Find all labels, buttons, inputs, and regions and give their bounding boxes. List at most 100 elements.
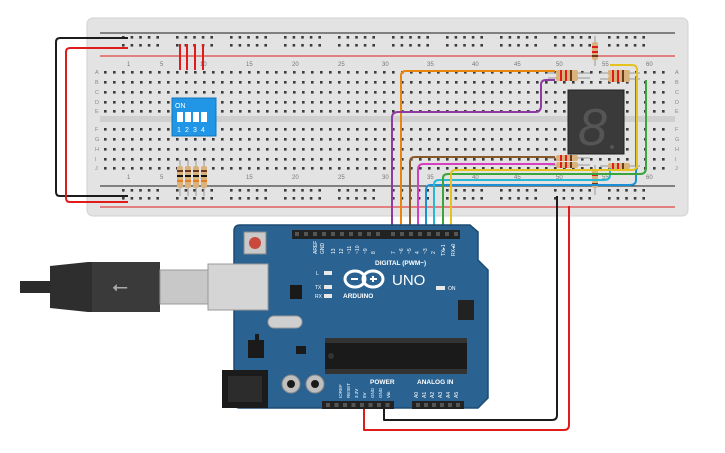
breadboard-hole[interactable] [257,158,260,161]
breadboard-hole[interactable] [113,101,116,104]
breadboard-hole[interactable] [212,167,215,170]
breadboard-hole[interactable] [203,148,206,151]
breadboard-hole[interactable] [158,110,161,113]
breadboard-hole[interactable] [238,44,242,47]
breadboard-hole[interactable] [230,138,233,141]
header-socket[interactable] [440,403,444,407]
breadboard-hole[interactable] [491,158,494,161]
breadboard-hole[interactable] [320,128,323,131]
breadboard-hole[interactable] [653,167,656,170]
breadboard-hole[interactable] [473,91,476,94]
breadboard-hole[interactable] [338,197,341,200]
breadboard-hole[interactable] [275,128,278,131]
breadboard-hole[interactable] [275,148,278,151]
breadboard-hole[interactable] [491,128,494,131]
breadboard-hole[interactable] [563,81,566,84]
breadboard-hole[interactable] [437,138,440,141]
breadboard-hole[interactable] [230,167,233,170]
breadboard-hole[interactable] [320,110,323,113]
breadboard-hole[interactable] [572,81,575,84]
breadboard-hole[interactable] [554,44,557,47]
breadboard-hole[interactable] [338,158,341,161]
breadboard-hole[interactable] [147,44,151,47]
breadboard-hole[interactable] [446,91,449,94]
breadboard-hole[interactable] [346,44,350,47]
breadboard-hole[interactable] [579,44,583,47]
breadboard-hole[interactable] [104,158,107,161]
breadboard-hole[interactable] [167,138,170,141]
breadboard-hole[interactable] [184,197,188,200]
breadboard-hole[interactable] [562,189,566,192]
breadboard-hole[interactable] [374,81,377,84]
breadboard-hole[interactable] [212,91,215,94]
breadboard-hole[interactable] [527,158,530,161]
breadboard-hole[interactable] [527,91,530,94]
breadboard-hole[interactable] [426,36,429,39]
breadboard-hole[interactable] [365,128,368,131]
breadboard-hole[interactable] [653,110,656,113]
breadboard-hole[interactable] [374,101,377,104]
breadboard-hole[interactable] [221,81,224,84]
dip-switch-toggle[interactable] [185,112,191,122]
breadboard-hole[interactable] [329,158,332,161]
breadboard-hole[interactable] [167,148,170,151]
breadboard-hole[interactable] [131,71,134,74]
breadboard-hole[interactable] [122,138,125,141]
resistor[interactable] [177,160,183,196]
breadboard-hole[interactable] [617,158,620,161]
breadboard-hole[interactable] [104,101,107,104]
breadboard-hole[interactable] [239,71,242,74]
breadboard-hole[interactable] [554,101,557,104]
breadboard-hole[interactable] [130,44,134,47]
breadboard-hole[interactable] [509,138,512,141]
breadboard-hole[interactable] [536,128,539,131]
breadboard-hole[interactable] [329,91,332,94]
breadboard-hole[interactable] [518,81,521,84]
breadboard-hole[interactable] [131,110,134,113]
breadboard-hole[interactable] [518,71,521,74]
header-socket[interactable] [424,403,428,407]
breadboard-hole[interactable] [374,110,377,113]
breadboard-hole[interactable] [545,167,548,170]
breadboard-hole[interactable] [534,36,537,39]
breadboard-hole[interactable] [210,36,213,39]
breadboard-hole[interactable] [185,71,188,74]
breadboard-hole[interactable] [446,44,449,47]
breadboard-hole[interactable] [508,189,512,192]
breadboard-hole[interactable] [401,138,404,141]
breadboard-hole[interactable] [356,101,359,104]
breadboard-hole[interactable] [409,44,412,47]
header-socket[interactable] [351,403,356,407]
breadboard-hole[interactable] [365,138,368,141]
breadboard-hole[interactable] [167,167,170,170]
breadboard-hole[interactable] [426,189,429,192]
breadboard-hole[interactable] [554,36,557,39]
breadboard-hole[interactable] [410,138,413,141]
breadboard-hole[interactable] [230,197,233,200]
breadboard-hole[interactable] [633,197,637,200]
breadboard-hole[interactable] [329,71,332,74]
breadboard-hole[interactable] [464,128,467,131]
breadboard-hole[interactable] [266,110,269,113]
breadboard-hole[interactable] [536,148,539,151]
breadboard-hole[interactable] [392,158,395,161]
breadboard-hole[interactable] [158,138,161,141]
breadboard-hole[interactable] [257,101,260,104]
breadboard-hole[interactable] [302,91,305,94]
breadboard-hole[interactable] [149,167,152,170]
breadboard-hole[interactable] [302,81,305,84]
breadboard-hole[interactable] [642,44,645,47]
breadboard-hole[interactable] [293,128,296,131]
breadboard-hole[interactable] [563,91,566,94]
header-socket[interactable] [368,403,373,407]
breadboard-hole[interactable] [292,44,296,47]
breadboard-hole[interactable] [417,197,421,200]
breadboard-hole[interactable] [264,36,267,39]
breadboard-hole[interactable] [338,189,341,192]
breadboard-hole[interactable] [491,91,494,94]
breadboard-hole[interactable] [588,44,591,47]
breadboard-hole[interactable] [446,148,449,151]
breadboard-hole[interactable] [158,71,161,74]
breadboard-hole[interactable] [338,36,341,39]
breadboard-hole[interactable] [464,91,467,94]
